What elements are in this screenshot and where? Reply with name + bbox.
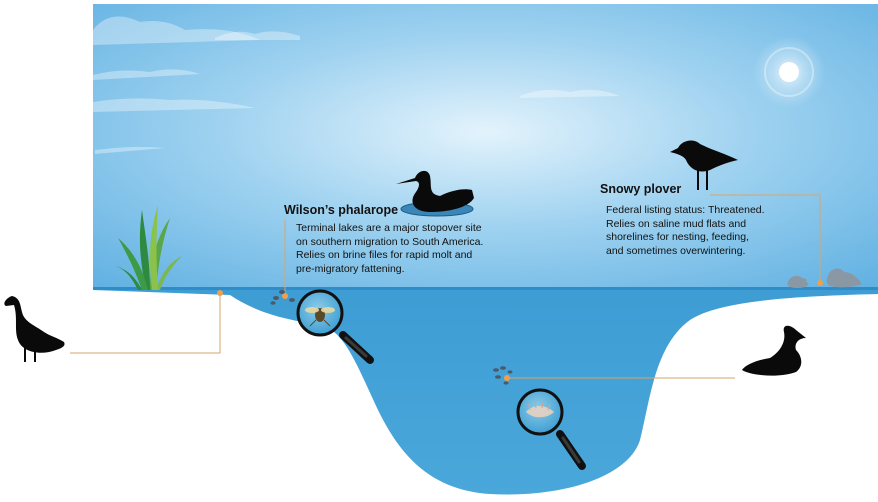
brine-shrimp-magnified-icon <box>526 401 554 418</box>
phalarope-description: Terminal lakes are a major stopover site… <box>296 222 526 276</box>
description-line: Relies on brine files for rapid molt and <box>296 249 473 261</box>
phalarope-icon <box>396 170 474 217</box>
description-line: Relies on saline mud flats and <box>606 217 747 230</box>
canada-goose-icon <box>4 296 65 362</box>
magnifier-icon <box>516 388 586 470</box>
eared-grebe-icon <box>742 325 806 376</box>
leader-dots <box>217 280 823 381</box>
leader-lines <box>70 194 821 379</box>
description-line: pre-migratory fattening. <box>296 262 405 275</box>
plover-title: Snowy plover <box>600 182 682 196</box>
cloud-icon <box>93 16 620 154</box>
brine-fly-icon <box>270 290 295 305</box>
plover-description: Federal listing status: Threatened. Reli… <box>606 204 826 258</box>
sun-icon <box>753 36 825 108</box>
marsh-grass-icon <box>116 205 182 290</box>
water-surface <box>93 287 878 290</box>
magnifier-icon <box>296 289 374 364</box>
description-line: on southern migration to South America. <box>296 235 484 248</box>
description-line: shorelines for nesting, feeding, <box>606 231 750 243</box>
plover-chicks-icon <box>787 268 862 288</box>
brine-shrimp-icon <box>493 366 513 385</box>
sky <box>93 4 878 288</box>
description-line: Federal listing status: Threatened. <box>606 204 765 216</box>
description-line: Terminal lakes are a major stopover site <box>296 222 482 234</box>
description-line: and sometimes overwintering. <box>606 244 746 257</box>
plover-leader <box>710 194 821 283</box>
goose-leader <box>70 292 221 354</box>
phalarope-title: Wilson’s phalarope <box>284 203 399 217</box>
lake-water <box>93 288 878 495</box>
shore-left <box>0 0 93 290</box>
brine-fly-magnified-icon <box>305 307 335 327</box>
snowy-plover-icon <box>670 140 738 190</box>
